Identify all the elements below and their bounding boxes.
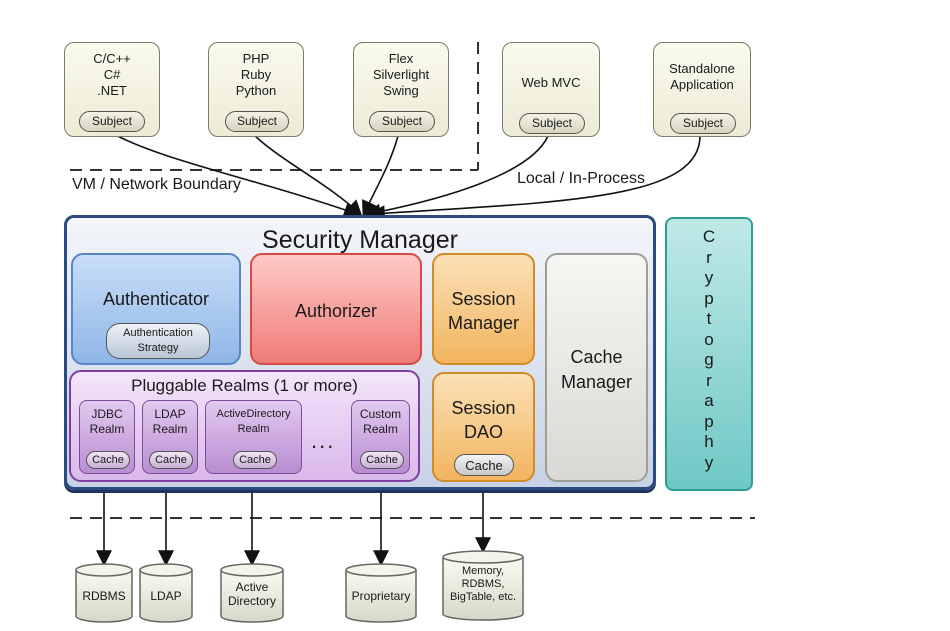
store-active-directory: Active Directory xyxy=(221,570,283,622)
realm-label: JDBC Realm xyxy=(89,407,125,436)
client-label: C/C++ C# .NET xyxy=(93,51,131,98)
arrow-client-5 xyxy=(368,135,701,222)
client-flex-silverlight-swing: Flex Silverlight Swing Subject xyxy=(353,42,449,137)
realm-cache-pill: Cache xyxy=(86,451,130,469)
session-dao-cache-pill: Cache xyxy=(454,454,514,476)
security-manager-title: Security Manager xyxy=(262,226,458,254)
store-cylinder-memory xyxy=(442,550,524,621)
cryptography-letter: g xyxy=(704,350,714,369)
store-memory-rdbms-bigtable: Memory, RDBMS, BigTable, etc. xyxy=(443,557,523,621)
store-label: Proprietary xyxy=(351,589,411,603)
realm-label: ActiveDirectory Realm xyxy=(216,408,291,435)
store-label: Active Directory xyxy=(227,580,276,608)
client-standalone-application: Standalone Application Subject xyxy=(653,42,751,137)
arrow-client-2 xyxy=(253,134,363,217)
session-dao-label: Session DAO xyxy=(451,398,516,442)
subject-pill: Subject xyxy=(225,111,289,132)
store-ldap: LDAP xyxy=(140,570,192,622)
arrow-client-1 xyxy=(111,132,361,218)
client-php-ruby-python: PHP Ruby Python Subject xyxy=(208,42,304,137)
client-label: Standalone Application xyxy=(669,61,735,92)
realm-cache-pill: Cache xyxy=(360,451,404,469)
authenticator: Authenticator Authentication Strategy xyxy=(71,253,241,365)
cryptography-letter: a xyxy=(704,391,714,410)
store-label: LDAP xyxy=(150,589,182,603)
realm-custom: Custom Realm Cache xyxy=(351,400,410,474)
cryptography-letter: y xyxy=(704,268,714,287)
realm-cache-pill: Cache xyxy=(233,451,277,469)
cache-manager-label: Cache Manager xyxy=(560,347,633,392)
subject-pill: Subject xyxy=(670,113,736,134)
store-cylinder-ldap xyxy=(139,563,193,623)
cryptography-letter: r xyxy=(706,370,712,390)
cryptography-letter: h xyxy=(704,432,714,451)
authorizer: Authorizer xyxy=(250,253,422,365)
arrow-client-4 xyxy=(364,135,549,220)
client-label: Web MVC xyxy=(521,75,581,90)
local-in-process-label: Local / In-Process xyxy=(517,170,646,187)
cryptography-letter: o xyxy=(704,329,714,349)
session-manager: Session Manager xyxy=(432,253,535,365)
store-cylinder-rdbms xyxy=(75,563,133,623)
client-web-mvc: Web MVC Subject xyxy=(502,42,600,137)
store-label: RDBMS xyxy=(82,589,126,603)
realm-jdbc: JDBC Realm Cache xyxy=(79,400,135,474)
store-rdbms: RDBMS xyxy=(76,570,132,622)
store-cylinder-proprietary xyxy=(345,563,417,623)
realms-ellipsis: ... xyxy=(311,428,336,453)
arrow-client-3 xyxy=(362,135,399,217)
authorizer-label: Authorizer xyxy=(294,301,378,321)
session-dao: Session DAO Cache xyxy=(432,372,535,482)
store-cylinder-active-directory xyxy=(220,563,284,623)
authentication-strategy: Authentication Strategy xyxy=(106,323,210,359)
pluggable-realms-title: Pluggable Realms (1 or more) xyxy=(131,376,358,395)
realm-cache-pill: Cache xyxy=(149,451,193,469)
realm-label: Custom Realm xyxy=(359,407,402,436)
cryptography-letter: C xyxy=(702,227,716,246)
cryptography-letter: r xyxy=(706,247,712,267)
client-label: PHP Ruby Python xyxy=(235,51,277,98)
cryptography-letter: y xyxy=(704,452,714,472)
subject-pill: Subject xyxy=(519,113,585,134)
store-label: Memory, RDBMS, BigTable, etc. xyxy=(449,565,517,603)
subject-pill: Subject xyxy=(79,111,145,132)
realm-active-directory: ActiveDirectory Realm Cache xyxy=(205,400,302,474)
pluggable-realms: Pluggable Realms (1 or more) JDBC Realm … xyxy=(69,370,420,482)
realm-label: LDAP Realm xyxy=(152,407,188,436)
realm-ldap: LDAP Realm Cache xyxy=(142,400,198,474)
cryptography-letter: p xyxy=(704,288,714,308)
client-cpp-csharp-net: C/C++ C# .NET Subject xyxy=(64,42,160,137)
authenticator-label: Authenticator xyxy=(102,289,210,309)
subject-pill: Subject xyxy=(369,111,435,132)
store-proprietary: Proprietary xyxy=(346,570,416,622)
vm-network-boundary-label: VM / Network Boundary xyxy=(72,176,241,193)
cryptography-letter: p xyxy=(704,411,714,431)
cryptography-letter: t xyxy=(706,309,712,328)
client-label: Flex Silverlight Swing xyxy=(372,51,430,98)
cache-manager: Cache Manager xyxy=(545,253,648,482)
session-manager-label: Session Manager xyxy=(447,289,520,333)
